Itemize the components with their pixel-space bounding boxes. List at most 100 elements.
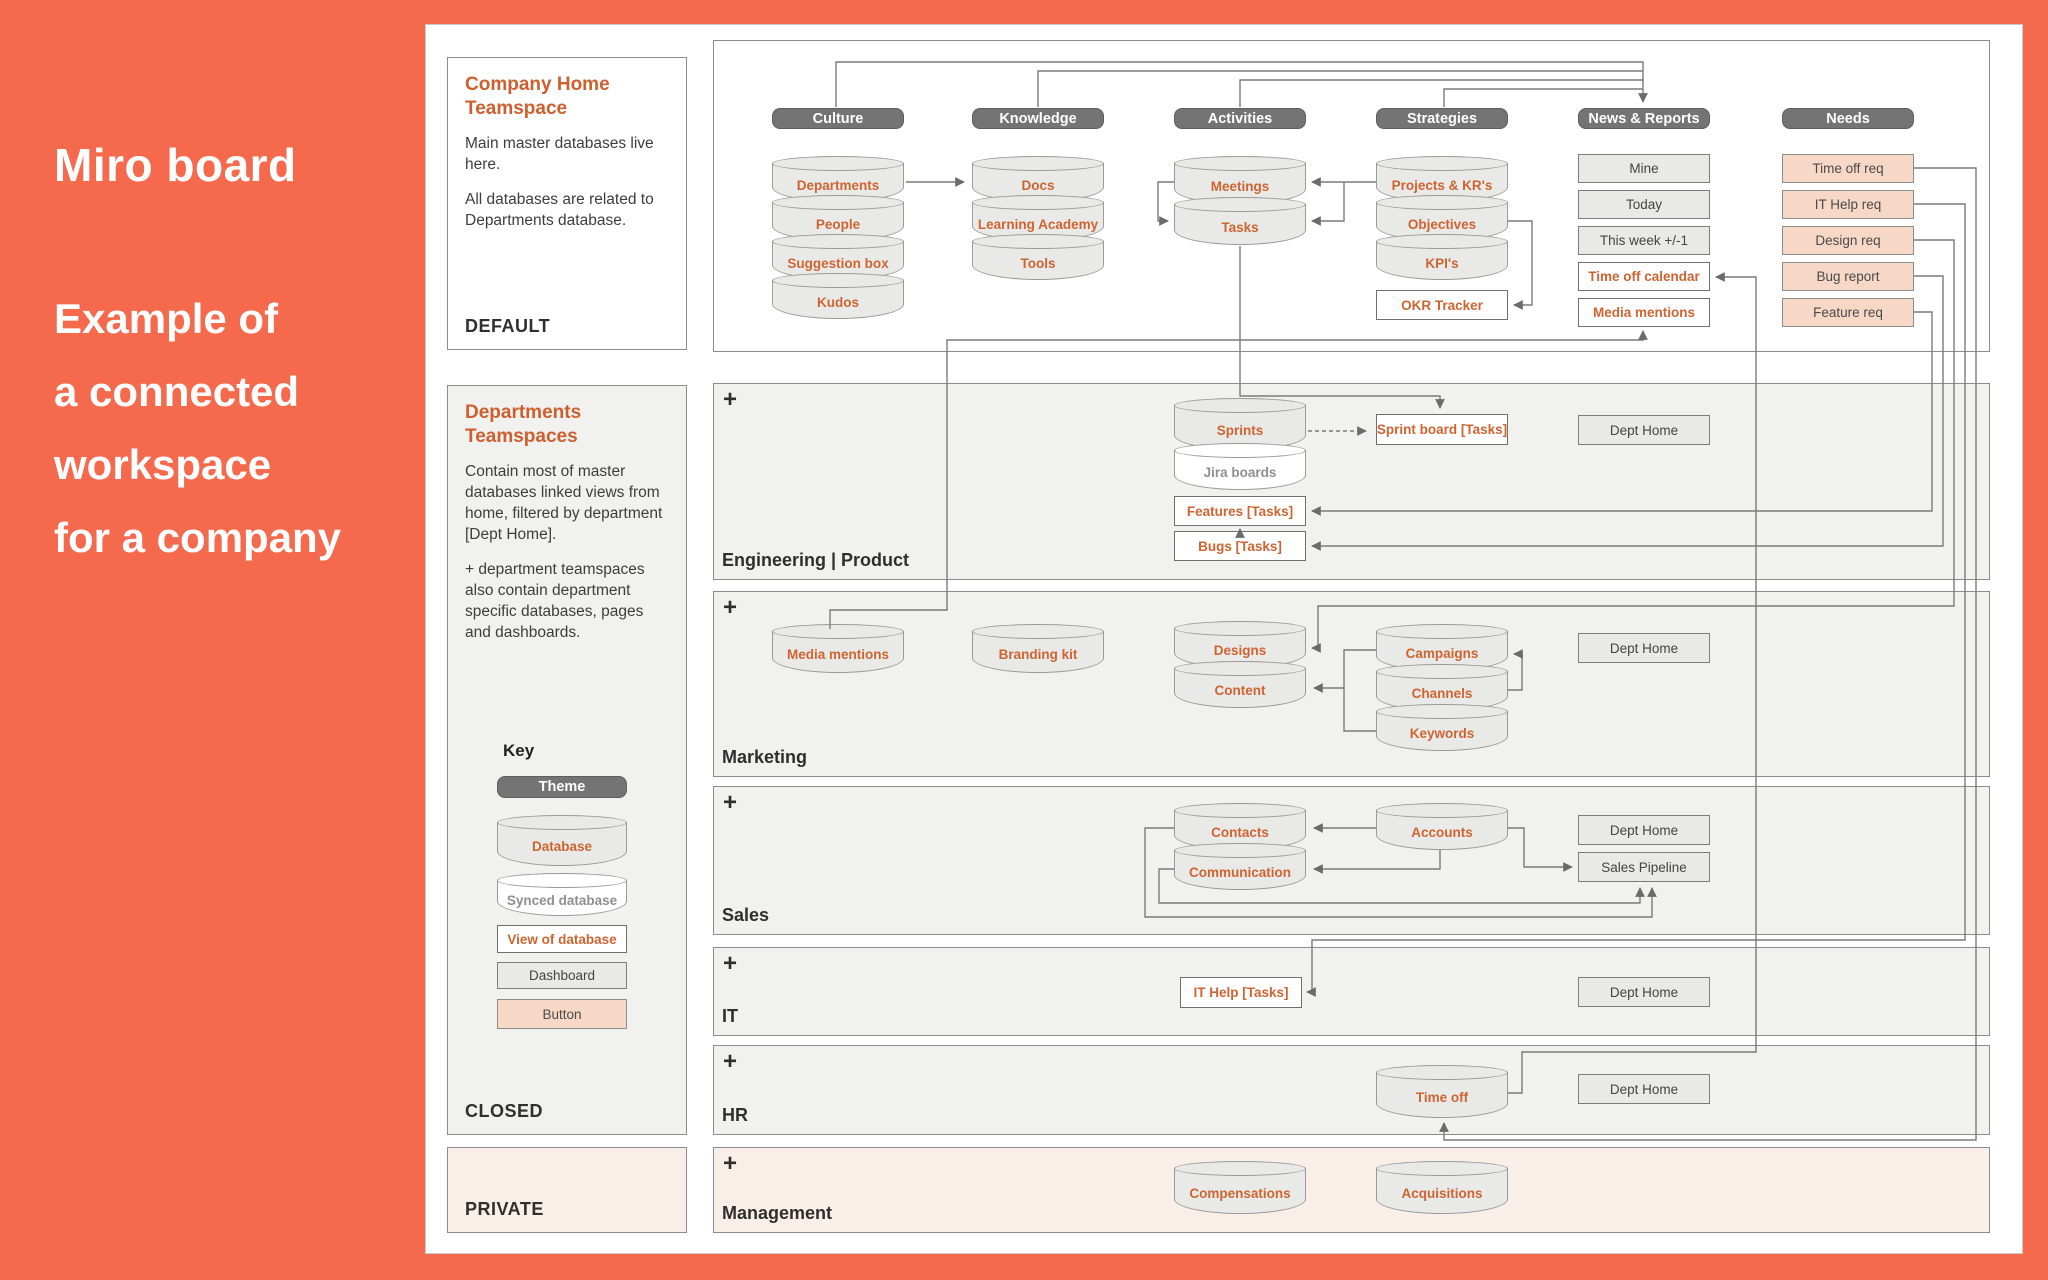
dashboard-mine[interactable]: Mine: [1578, 154, 1710, 183]
db-learning-academy[interactable]: Learning Academy: [971, 195, 1105, 241]
dash-label: Dept Home: [1609, 1081, 1679, 1097]
view-features-tasks[interactable]: Features [Tasks]: [1174, 496, 1306, 526]
dashboard-dept-home-it[interactable]: Dept Home: [1578, 977, 1710, 1007]
key-view-label: View of database: [507, 931, 617, 947]
dashboard-dept-home-marketing[interactable]: Dept Home: [1578, 633, 1710, 663]
db-tools[interactable]: Tools: [971, 234, 1105, 280]
dash-label: Sales Pipeline: [1601, 859, 1687, 875]
key-title: Key: [503, 741, 535, 760]
dash-label: This week +/-1: [1599, 233, 1689, 248]
db-media-mentions[interactable]: Media mentions: [771, 624, 905, 673]
db-jira-boards[interactable]: Jira boards: [1173, 443, 1307, 490]
theme-strategies[interactable]: Strategies: [1376, 108, 1508, 129]
theme-label: Knowledge: [999, 110, 1077, 127]
db-compensations[interactable]: Compensations: [1173, 1161, 1307, 1214]
view-bugs-tasks[interactable]: Bugs [Tasks]: [1174, 531, 1306, 561]
engineering-band[interactable]: + Engineering | Product: [713, 383, 1990, 580]
theme-needs[interactable]: Needs: [1782, 108, 1914, 129]
it-label: IT: [722, 1006, 738, 1026]
dashboard-dept-home-sales[interactable]: Dept Home: [1578, 815, 1710, 845]
key-button[interactable]: Button: [497, 999, 627, 1029]
view-sprint-board-tasks[interactable]: Sprint board [Tasks]: [1376, 414, 1508, 445]
add-icon[interactable]: +: [723, 789, 738, 816]
btn-label: Design req: [1815, 233, 1881, 248]
company-home-teamspace-box[interactable]: Company Home Teamspace Main master datab…: [447, 57, 687, 350]
dash-label: Dept Home: [1609, 640, 1679, 656]
db-keywords[interactable]: Keywords: [1375, 704, 1509, 751]
hr-label: HR: [722, 1105, 748, 1125]
db-label: Learning Academy: [977, 216, 1099, 232]
key-database-cylinder[interactable]: Database: [496, 815, 628, 866]
key-theme-pill[interactable]: Theme: [497, 776, 627, 798]
dashboard-this-week[interactable]: This week +/-1: [1578, 226, 1710, 255]
dashboard-today[interactable]: Today: [1578, 190, 1710, 219]
view-label: Media mentions: [1592, 305, 1695, 320]
company-home-body1: Main master databases live here.: [465, 135, 654, 173]
db-communication[interactable]: Communication: [1173, 843, 1307, 890]
view-label: IT Help [Tasks]: [1193, 985, 1289, 1000]
dash-label: Dept Home: [1609, 422, 1679, 438]
add-icon[interactable]: +: [723, 950, 738, 977]
it-band[interactable]: + IT: [713, 947, 1990, 1036]
add-icon[interactable]: +: [723, 1150, 738, 1177]
key-view-of-database[interactable]: View of database: [497, 925, 627, 953]
closed-label: CLOSED: [465, 1101, 544, 1121]
marketing-band[interactable]: + Marketing: [713, 591, 1990, 777]
db-label: Channels: [1411, 686, 1473, 701]
management-band[interactable]: + Management: [713, 1147, 1990, 1233]
db-accounts[interactable]: Accounts: [1375, 803, 1509, 850]
button-it-help-req[interactable]: IT Help req: [1782, 190, 1914, 219]
db-suggestion-box[interactable]: Suggestion box: [771, 234, 905, 280]
dashboard-dept-home-engineering[interactable]: Dept Home: [1578, 415, 1710, 445]
db-tasks[interactable]: Tasks: [1173, 197, 1307, 245]
add-icon[interactable]: +: [723, 594, 738, 621]
theme-news-reports[interactable]: News & Reports: [1578, 108, 1710, 129]
private-box[interactable]: PRIVATE: [447, 1147, 687, 1233]
subtitle-line: a connected: [54, 368, 300, 415]
db-label: Contacts: [1211, 825, 1269, 840]
db-label: Content: [1214, 683, 1266, 698]
view-it-help-tasks[interactable]: IT Help [Tasks]: [1180, 977, 1302, 1008]
dashboard-dept-home-hr[interactable]: Dept Home: [1578, 1074, 1710, 1104]
key-button-label: Button: [542, 1006, 582, 1022]
db-people[interactable]: People: [771, 195, 905, 241]
db-kpis[interactable]: KPI's: [1375, 234, 1509, 280]
view-okr-tracker[interactable]: OKR Tracker: [1376, 290, 1508, 320]
management-label: Management: [722, 1203, 833, 1223]
db-content[interactable]: Content: [1173, 661, 1307, 708]
button-bug-report[interactable]: Bug report: [1782, 262, 1914, 291]
button-design-req[interactable]: Design req: [1782, 226, 1914, 255]
db-branding-kit[interactable]: Branding kit: [971, 624, 1105, 673]
board-title: Miro board: [54, 139, 297, 191]
view-media-mentions[interactable]: Media mentions: [1578, 298, 1710, 327]
sales-band[interactable]: + Sales: [713, 786, 1990, 935]
theme-culture[interactable]: Culture: [772, 108, 904, 129]
db-meetings[interactable]: Meetings: [1173, 156, 1307, 204]
db-time-off[interactable]: Time off: [1375, 1065, 1509, 1118]
dash-label: Mine: [1629, 161, 1659, 176]
key-synced-database-cylinder[interactable]: Synced database: [496, 873, 628, 916]
theme-label: Activities: [1207, 110, 1273, 127]
add-icon[interactable]: +: [723, 386, 738, 413]
db-label: Accounts: [1411, 825, 1473, 840]
key-dashboard[interactable]: Dashboard: [497, 962, 627, 989]
add-icon[interactable]: +: [723, 1048, 738, 1075]
dash-label: Today: [1625, 197, 1663, 212]
button-time-off-req[interactable]: Time off req: [1782, 154, 1914, 183]
db-label: Compensations: [1189, 1186, 1291, 1201]
view-time-off-calendar[interactable]: Time off calendar: [1578, 262, 1710, 291]
db-label: Kudos: [817, 294, 859, 310]
company-home-body2: All databases are related to Departments…: [465, 191, 654, 229]
btn-label: Time off req: [1812, 161, 1884, 176]
db-acquisitions[interactable]: Acquisitions: [1375, 1161, 1509, 1214]
theme-knowledge[interactable]: Knowledge: [972, 108, 1104, 129]
theme-label: News & Reports: [1588, 110, 1700, 127]
db-kudos[interactable]: Kudos: [771, 273, 905, 319]
dashboard-sales-pipeline[interactable]: Sales Pipeline: [1578, 852, 1710, 882]
db-label: Objectives: [1407, 216, 1477, 232]
hr-band[interactable]: + HR: [713, 1045, 1990, 1135]
theme-activities[interactable]: Activities: [1174, 108, 1306, 129]
button-feature-req[interactable]: Feature req: [1782, 298, 1914, 327]
theme-label: Needs: [1826, 110, 1870, 127]
view-label: Features [Tasks]: [1186, 503, 1294, 519]
